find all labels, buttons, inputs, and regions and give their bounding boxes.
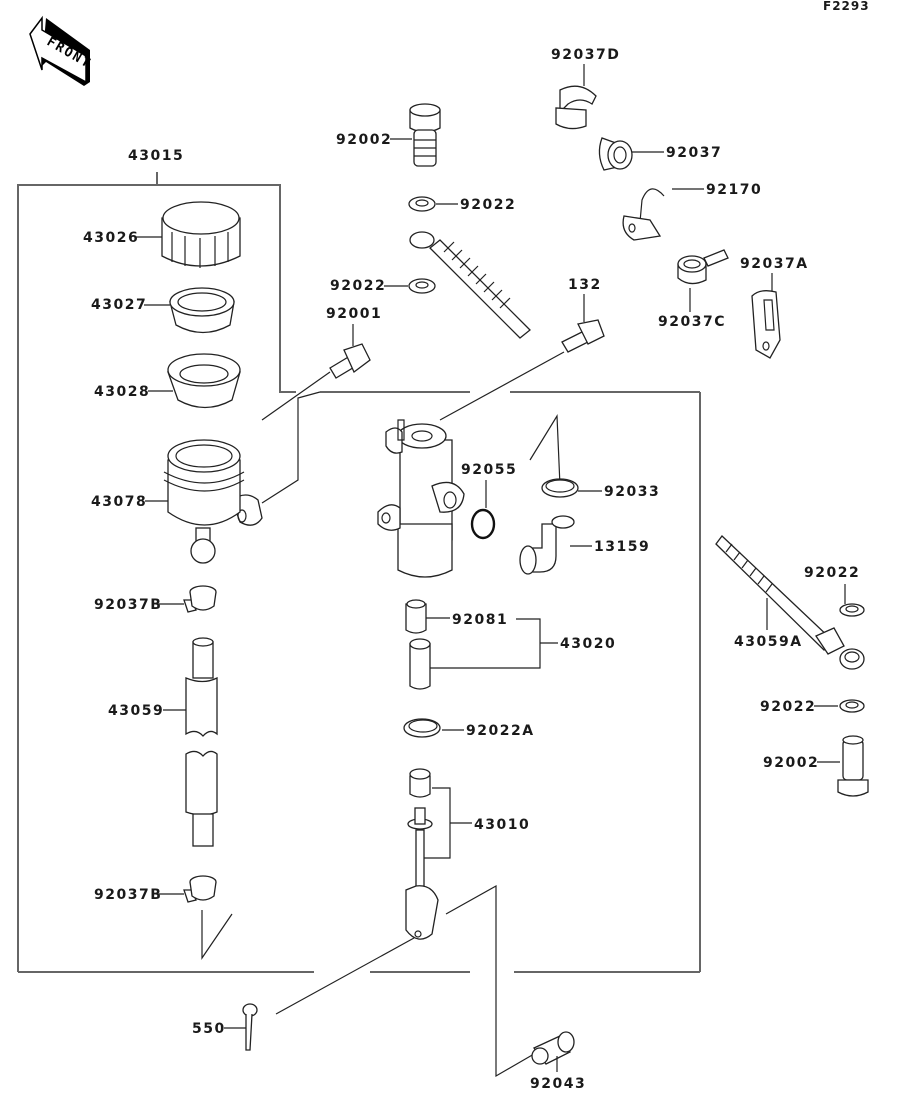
part-label-92037B-bottom[interactable]: 92037B xyxy=(94,887,162,903)
part-label-92043[interactable]: 92043 xyxy=(530,1076,586,1092)
part-92002-banjo-bolt-top[interactable]: 92002 xyxy=(336,103,441,167)
part-92022A-circlip[interactable]: 92022A xyxy=(403,718,535,739)
part-label-92002-top[interactable]: 92002 xyxy=(336,132,392,148)
part-label-92081[interactable]: 92081 xyxy=(452,612,508,628)
part-label-43059A[interactable]: 43059A xyxy=(734,634,803,650)
part-92037A-clamp[interactable]: 92037A xyxy=(740,256,809,359)
part-43027-diaphragm[interactable]: 43027 xyxy=(91,287,235,334)
master-cylinder-frame xyxy=(17,172,701,973)
part-label-92033[interactable]: 92033 xyxy=(604,484,660,500)
part-label-92002-bottom[interactable]: 92002 xyxy=(763,755,819,771)
part-92033-circlip[interactable]: 92033 xyxy=(529,414,660,500)
part-label-550[interactable]: 550 xyxy=(192,1021,226,1037)
part-92170-clamp[interactable]: 92170 xyxy=(622,182,762,241)
part-label-43059[interactable]: 43059 xyxy=(108,703,164,719)
part-92055-o-ring[interactable]: 92055 xyxy=(461,462,517,540)
part-92022-washer-a[interactable]: 92022 xyxy=(408,196,516,213)
part-92043-clevis-pin[interactable]: 92043 xyxy=(530,1031,586,1092)
part-92022-washer-d[interactable]: 92022 xyxy=(760,699,865,715)
part-43020-piston-kit[interactable]: 92081 43020 xyxy=(405,599,616,690)
part-550-cotter-pin[interactable]: 550 xyxy=(192,1003,258,1051)
part-43028-diaphragm[interactable]: 43028 xyxy=(94,353,241,409)
part-label-43010[interactable]: 43010 xyxy=(474,817,530,833)
part-label-13159[interactable]: 13159 xyxy=(594,539,650,555)
part-label-92022-c[interactable]: 92022 xyxy=(804,565,860,581)
callout-43015[interactable]: 43015 xyxy=(128,148,184,164)
part-label-92037B-top[interactable]: 92037B xyxy=(94,597,162,613)
part-label-132[interactable]: 132 xyxy=(568,277,602,293)
part-label-43015[interactable]: 43015 xyxy=(128,148,184,164)
part-label-92170[interactable]: 92170 xyxy=(706,182,762,198)
part-label-92037D[interactable]: 92037D xyxy=(551,47,620,63)
part-92001-bolt[interactable]: 92001 xyxy=(261,306,382,421)
part-label-92022A[interactable]: 92022A xyxy=(466,723,535,739)
part-43059-hose[interactable]: 43059 xyxy=(108,637,218,847)
part-43059A-hose[interactable]: 43059A xyxy=(715,535,865,670)
part-label-92022-b[interactable]: 92022 xyxy=(330,278,386,294)
part-92022-washer-c[interactable]: 92022 xyxy=(804,565,865,617)
part-43010-push-rod[interactable]: 43010 xyxy=(275,768,535,1078)
front-arrow-icon: FRONT xyxy=(29,15,94,86)
part-92037B-clamp-bottom[interactable]: 92037B xyxy=(94,875,233,960)
part-label-92001[interactable]: 92001 xyxy=(326,306,382,322)
part-label-43026[interactable]: 43026 xyxy=(83,230,139,246)
part-92002-banjo-bolt-bottom[interactable]: 92002 xyxy=(763,735,869,797)
part-43026-cap[interactable]: 43026 xyxy=(83,201,241,268)
part-label-43027[interactable]: 43027 xyxy=(91,297,147,313)
part-label-92022-d[interactable]: 92022 xyxy=(760,699,816,715)
part-43078-reservoir[interactable]: 43078 xyxy=(91,391,321,564)
part-92022-washer-b[interactable]: 92022 xyxy=(330,278,436,294)
part-92037D-clamp[interactable]: 92037D xyxy=(551,47,620,130)
part-92037-grommet[interactable]: 92037 xyxy=(598,137,722,171)
part-92037C-clamp[interactable]: 92037C xyxy=(658,249,729,330)
part-92037B-clamp-top[interactable]: 92037B xyxy=(94,585,217,613)
part-label-92022-a[interactable]: 92022 xyxy=(460,197,516,213)
part-label-92037[interactable]: 92037 xyxy=(666,145,722,161)
part-label-43028[interactable]: 43028 xyxy=(94,384,150,400)
part-label-43020[interactable]: 43020 xyxy=(560,636,616,652)
part-label-92055[interactable]: 92055 xyxy=(461,462,517,478)
part-132-bolt[interactable]: 132 xyxy=(439,277,605,421)
part-label-92037C[interactable]: 92037C xyxy=(658,314,726,330)
master-cylinder-body xyxy=(377,419,465,578)
diagram-code: F2293 xyxy=(823,0,870,13)
part-label-92037A[interactable]: 92037A xyxy=(740,256,809,272)
part-13159-elbow[interactable]: 13159 xyxy=(519,515,650,575)
part-label-43078[interactable]: 43078 xyxy=(91,494,147,510)
banjo-hose-upper xyxy=(409,231,531,339)
